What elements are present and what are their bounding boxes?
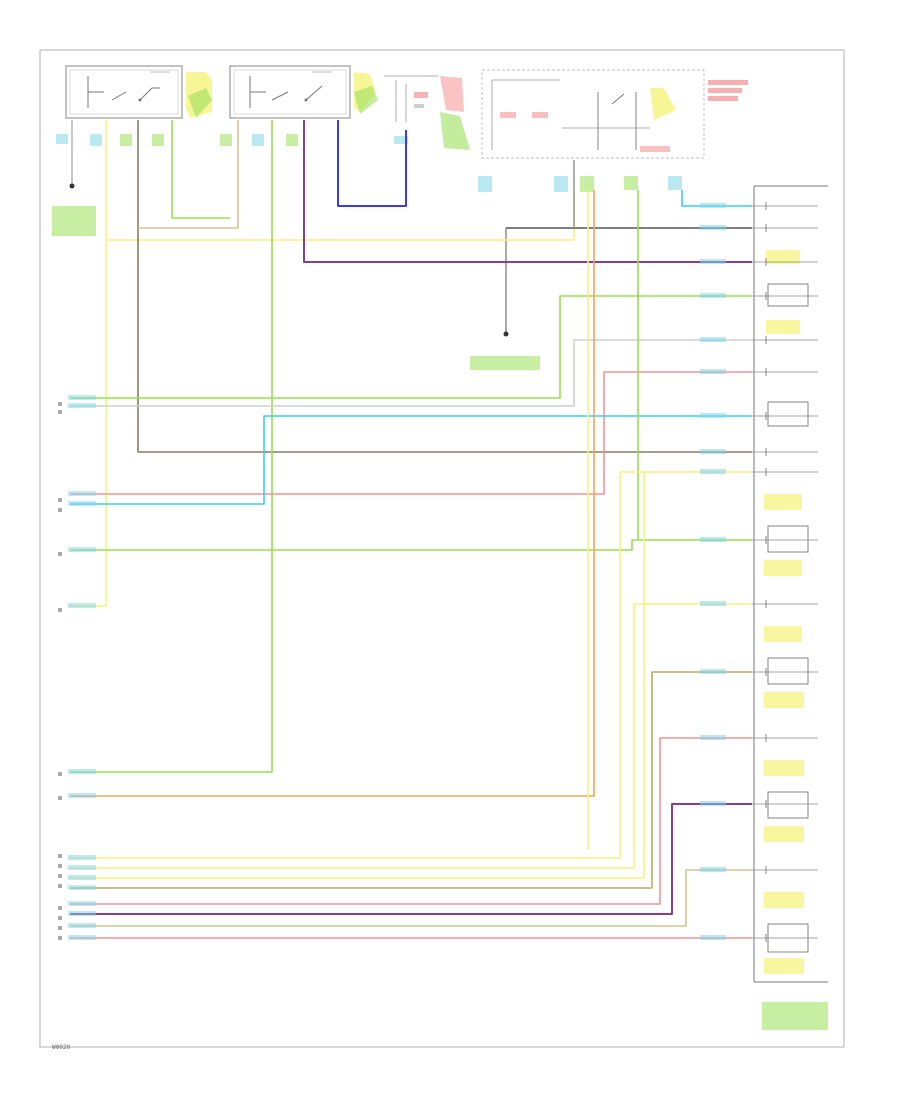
wire-tag-right-6 [700, 369, 726, 374]
connector-labels [764, 250, 804, 974]
switch-module-1 [65, 65, 183, 119]
wire-blue-loop [337, 120, 407, 207]
wire-tag-left-14 [68, 911, 96, 916]
wire-tag-left-7 [68, 769, 96, 774]
wire-tag-right-13 [700, 735, 726, 740]
wire-cyan-to-pin-416 [70, 415, 752, 505]
wire-tag-left-2 [68, 403, 96, 408]
note-red-top-right [708, 80, 748, 101]
control-module-top-right [481, 69, 705, 159]
wire-tag-right-8 [700, 449, 726, 454]
wire-violet [303, 120, 752, 263]
wire-cyan-right-stub [681, 190, 752, 207]
wire-tag-right-11 [700, 601, 726, 606]
wire-green-to-pin-540 [70, 539, 752, 551]
wire-tag-right-5 [700, 337, 726, 342]
wire-yellow-top-bridge [106, 190, 575, 241]
wire-tag-left-9 [68, 855, 96, 860]
wire-violet-to-pin-804 [70, 803, 752, 915]
wire-tag-left-8 [68, 793, 96, 798]
wire-tag-right-12 [700, 669, 726, 674]
wire-tag-left-11 [68, 875, 96, 880]
switch-module-2-label [354, 72, 378, 114]
ground-point-middle [470, 228, 540, 370]
left-pin-markers [58, 402, 62, 940]
wire-tan-top [138, 120, 239, 229]
wire-tag-right-10 [700, 537, 726, 542]
diagram-border [39, 49, 845, 1048]
wire-tag-right-2 [700, 225, 726, 230]
wire-tag-left-3 [68, 491, 96, 496]
top-pin-labels [56, 134, 682, 192]
wire-tag-right-14 [700, 801, 726, 806]
wire-green-short [171, 120, 230, 219]
wire-tag-left-13 [68, 901, 96, 906]
wire-tag-right-15 [700, 867, 726, 872]
wire-tag-left-10 [68, 865, 96, 870]
switch-module-1-label [186, 72, 212, 118]
wire-olive-to-pin-672 [70, 671, 752, 889]
wire-pink-to-pin-738 [70, 737, 752, 905]
wire-green-to-pin-296 [70, 295, 752, 399]
relay-block [384, 75, 470, 150]
wire-layer [68, 120, 818, 942]
wire-yellow-to-pin-472b [70, 472, 645, 879]
wire-tag-left-5 [68, 547, 96, 552]
wire-pink-to-pin-372 [70, 371, 752, 495]
wire-tag-right-1 [700, 203, 726, 208]
wire-tag-right-7 [700, 413, 726, 418]
wire-tag-left-6 [68, 603, 96, 608]
diagram-code: W0020 [52, 1044, 71, 1051]
switch-module-2 [229, 65, 351, 119]
ground-point-left [52, 120, 96, 236]
wire-lightgray-to-pin-340 [70, 339, 752, 407]
wire-tag-left-4 [68, 501, 96, 506]
connector-column-right [753, 185, 828, 1030]
wire-tag-right-9 [700, 469, 726, 474]
wire-tag-right-16 [700, 935, 726, 940]
wire-yellow-to-pin-472 [70, 471, 752, 859]
wire-tag-left-16 [68, 935, 96, 940]
wire-yellow-left-vertical [70, 120, 107, 607]
wire-tag-left-15 [68, 923, 96, 928]
wire-tag-right-4 [700, 293, 726, 298]
wire-tag-right-3 [700, 259, 726, 264]
wire-orange [70, 190, 595, 797]
connector-boxes [767, 283, 809, 953]
wire-yellow-to-pin-604 [70, 603, 752, 869]
wire-tag-left-1 [68, 395, 96, 400]
wire-brown-vertical [137, 120, 752, 453]
wire-green-long-vertical [70, 120, 273, 773]
wire-tag-left-12 [68, 885, 96, 890]
